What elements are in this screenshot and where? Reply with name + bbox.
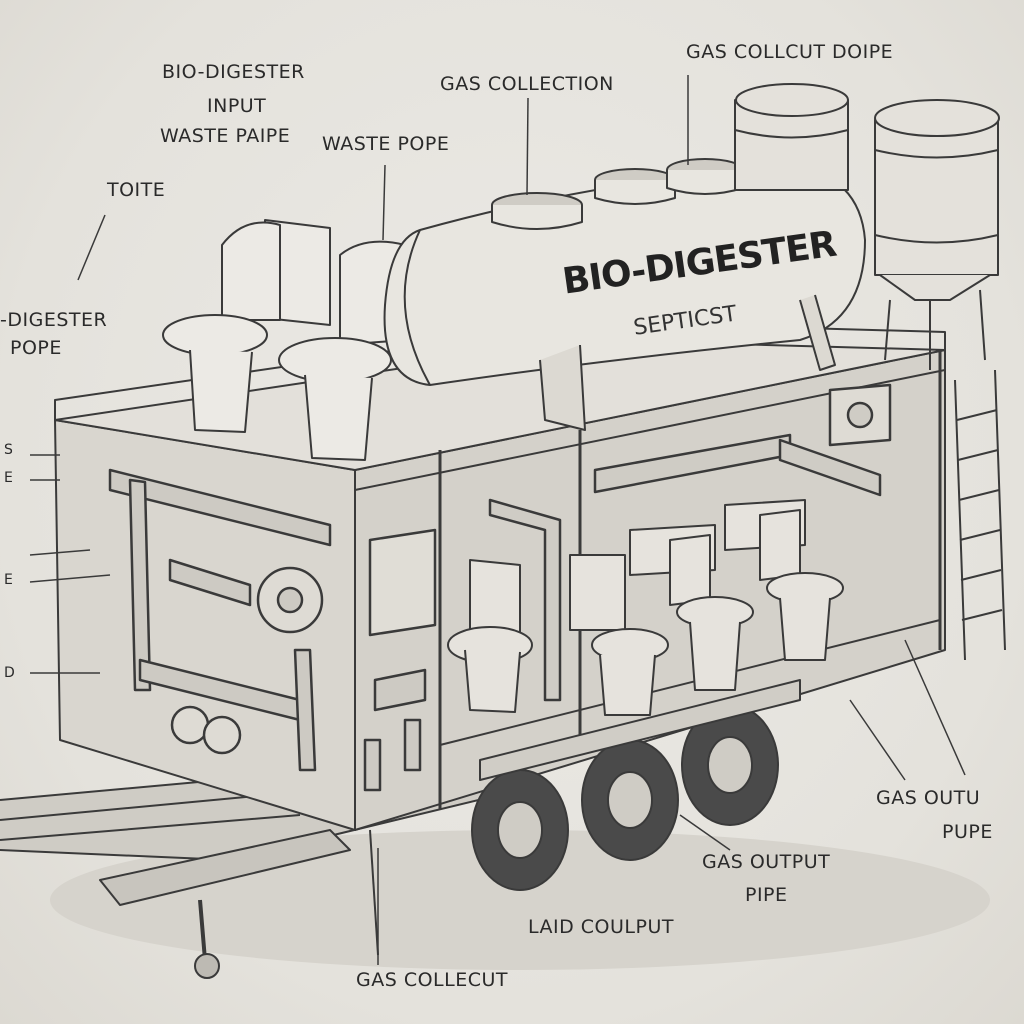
label-bio-digester-input-line2: INPUT [207, 97, 266, 116]
label-gas-output-pipe-line1: GAS OUTPUT [702, 853, 830, 872]
label-waste-pope: WASTE POPE [322, 135, 449, 154]
label-gas-collcut-doipe: GAS COLLCUT DOIPE [686, 43, 893, 62]
label-left-cut-3: E [4, 573, 13, 587]
label-gas-output-pipe-line2: PIPE [745, 886, 788, 905]
label-left-cut-1: S [4, 443, 13, 457]
label-laid-coulput: LAID COULPUT [528, 918, 674, 937]
label-digester-pope-line2: POPE [10, 339, 62, 358]
label-gas-collecut: GAS COLLECUT [356, 971, 508, 990]
label-bio-digester-input-line1: BIO-DIGESTER [162, 63, 305, 82]
label-bio-digester-input-line3: WASTE PAIPE [160, 127, 290, 146]
label-toite: TOITE [107, 181, 165, 200]
label-digester-pope-line1: -DIGESTER [0, 311, 107, 330]
label-left-cut-4: D [4, 666, 15, 680]
label-left-cut-2: E [4, 471, 13, 485]
label-gas-outu-pupe-line1: GAS OUTU [876, 789, 980, 808]
label-gas-outu-pupe-line2: PUPE [942, 823, 993, 842]
side-ladder [955, 370, 1005, 660]
label-gas-collection: GAS COLLECTION [440, 75, 614, 94]
